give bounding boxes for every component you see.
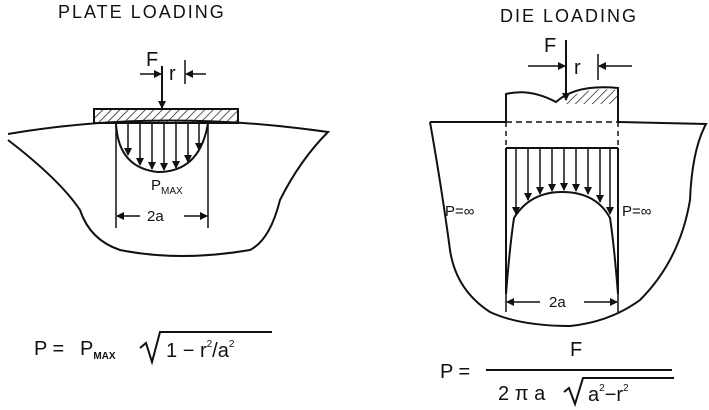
plate-force-label: F (146, 49, 158, 71)
plate-pressure-curve (115, 122, 209, 174)
svg-text:P =: P = (34, 338, 64, 360)
plate-formula: P = PMAX 1 − r2/a2 (34, 331, 272, 366)
die-pressure-arrows (512, 149, 614, 215)
svg-text:PMAX: PMAX (80, 338, 116, 362)
svg-text:a2−r2: a2−r2 (588, 383, 629, 406)
plate-sqrt-sign (139, 331, 272, 366)
die-punch-hatch (560, 89, 618, 104)
plate-2a-label: 2a (147, 208, 164, 225)
die-2a-label: 2a (549, 294, 566, 311)
svg-text:2 π a: 2 π a (498, 383, 546, 405)
die-body-outline (429, 121, 708, 328)
svg-text:P =: P = (440, 361, 470, 383)
rigid-plate (93, 108, 239, 124)
die-title: DIE LOADING (500, 6, 638, 26)
die-sqrt-sign (563, 377, 674, 408)
plate-title: PLATE LOADING (58, 2, 226, 22)
svg-text:F: F (570, 339, 582, 361)
svg-text:1 − r2/a2: 1 − r2/a2 (166, 339, 235, 362)
die-pressure-curve (505, 190, 619, 295)
die-p-left-label: P=∞ (445, 203, 475, 220)
plate-loading-panel: PLATE LOADING F r PMAX (7, 2, 331, 366)
die-formula: P = F 2 π a a2−r2 (440, 339, 674, 408)
die-force-label: F (544, 35, 556, 57)
die-r-label: r (574, 57, 581, 79)
plate-r-label: r (169, 63, 176, 85)
die-loading-panel: DIE LOADING F r (429, 6, 708, 408)
die-p-right-label: P=∞ (622, 203, 652, 220)
die-punch (505, 86, 619, 122)
plate-pressure-arrows (124, 124, 203, 171)
plate-pmax-label: PMAX (151, 177, 183, 197)
